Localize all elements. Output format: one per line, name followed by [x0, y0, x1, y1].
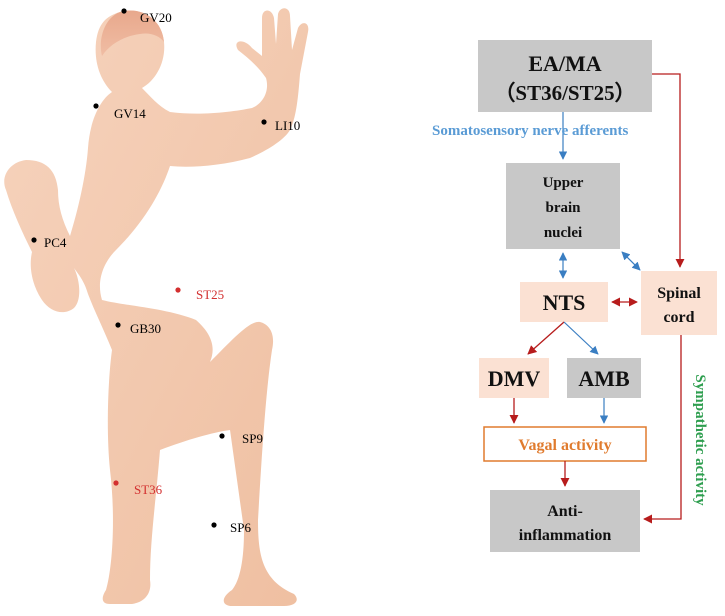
node-box [479, 358, 549, 398]
somatosensory-label: Somatosensory nerve afferents [432, 123, 629, 139]
node-box [478, 40, 652, 112]
body-silhouette [4, 8, 309, 606]
acupoint-label: GV20 [140, 10, 172, 25]
acupoint-dot [93, 103, 99, 109]
arrow-brain-spinal [621, 251, 641, 271]
node-anti-inflammation: Anti- inflammation [490, 490, 640, 552]
acupoint-sp6: SP6 [211, 520, 251, 535]
acupoint-st25: ST25 [175, 287, 224, 302]
arrow-ea-to-spinal [652, 73, 685, 268]
acupoint-gv20: GV20 [121, 8, 172, 25]
node-box [520, 282, 608, 322]
acupoint-pc4: PC4 [31, 235, 67, 250]
arrow-nts-amb [563, 321, 599, 355]
node-box [506, 163, 620, 249]
node-ea-ma: EA/MA （ST36/ST25） [478, 40, 652, 112]
acupoint-st36: ST36 [113, 480, 163, 497]
acupoint-dot [115, 322, 121, 328]
acupoint-sp9: SP9 [219, 431, 263, 446]
acupoint-label: SP9 [242, 431, 263, 446]
node-label: Spinal [657, 285, 701, 302]
acupoint-label: LI10 [275, 118, 300, 133]
acupoint-dot [261, 119, 267, 125]
node-label: NTS [543, 290, 586, 315]
acupoint-dot [31, 237, 37, 243]
node-label: EA/MA [528, 51, 601, 76]
acupoint-label: GV14 [114, 106, 146, 121]
acupoint-li10: LI10 [261, 118, 300, 133]
acupoint-gv14: GV14 [93, 103, 146, 121]
acupoint-dot [121, 8, 127, 14]
acupoint-dot [113, 480, 119, 486]
acupoint-label: PC4 [44, 235, 67, 250]
node-label: nuclei [544, 225, 582, 241]
acupoint-gb30: GB30 [115, 321, 161, 336]
node-label: Vagal activity [518, 437, 611, 454]
node-amb: AMB [567, 358, 641, 398]
node-label: brain [545, 200, 581, 216]
node-label: Anti- [547, 503, 583, 520]
node-spinal-cord: Spinal cord [641, 271, 717, 335]
node-label: inflammation [519, 527, 612, 544]
node-label: （ST36/ST25） [494, 81, 635, 105]
acupoint-dot [219, 433, 225, 439]
node-box [490, 490, 640, 552]
arrow-spinal-anti [643, 335, 682, 524]
acupoint-dot [211, 522, 217, 528]
acupoint-dot [175, 287, 181, 293]
node-box [567, 358, 641, 398]
acupoint-label: ST25 [196, 287, 224, 302]
node-vagal-activity: Vagal activity [483, 426, 647, 462]
node-label: cord [663, 309, 694, 326]
arrow-nts-dmv [527, 321, 565, 355]
node-label: Upper [543, 175, 584, 191]
node-label: AMB [578, 366, 630, 391]
sympathetic-label: Sympathetic activity [692, 374, 708, 506]
node-nts: NTS [520, 282, 608, 322]
acupoint-label: SP6 [230, 520, 251, 535]
node-box [641, 271, 717, 335]
node-label: DMV [488, 366, 541, 391]
acupoint-label: ST36 [134, 482, 163, 497]
node-dmv: DMV [479, 358, 549, 398]
acupoint-label: GB30 [130, 321, 161, 336]
node-upper-brain-nuclei: Upper brain nuclei [506, 163, 620, 249]
node-box [483, 426, 647, 462]
